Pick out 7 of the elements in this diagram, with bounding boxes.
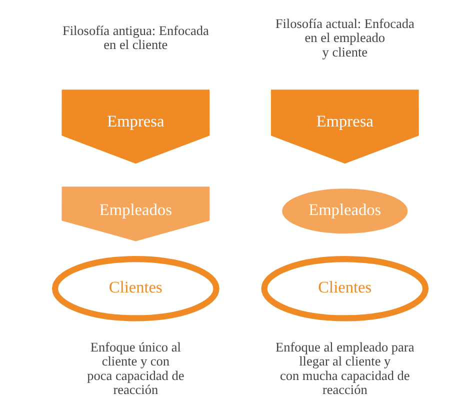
label: Enfoque al empleado para llegar al cliente y con mucha capacidad de reacción <box>275 338 414 397</box>
label: Enfoque único al cliente y con poca capacidad de reacción <box>86 338 184 397</box>
node-ellipse: Clientes <box>260 255 428 321</box>
label: Filosofía antigua: Enfocada en el cliente <box>62 22 208 52</box>
label: Filosofía actual: Enfocada en el empleado y cliente <box>274 15 414 59</box>
node-ellipse: Clientes <box>52 255 219 321</box>
node-ellipse: Empleados <box>282 188 408 234</box>
